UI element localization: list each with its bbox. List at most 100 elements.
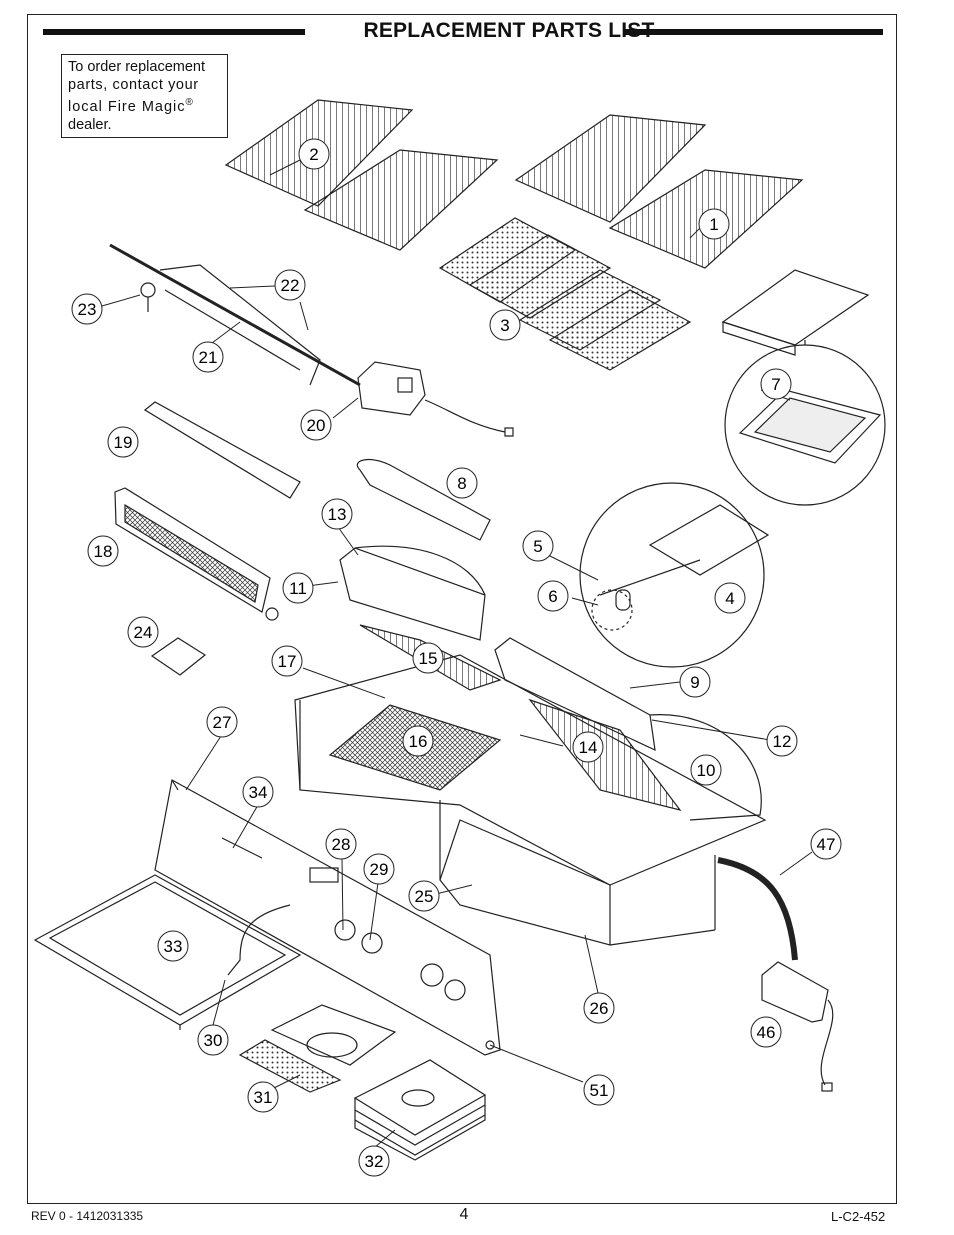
callout-21: 21: [192, 341, 224, 373]
flavor-grids: [438, 217, 692, 371]
callout-31: 31: [247, 1081, 279, 1113]
callout-10: 10: [690, 754, 722, 786]
callout-19: 19: [107, 426, 139, 458]
callout-24: 24: [127, 616, 159, 648]
page-border: [27, 14, 897, 1204]
callout-25: 25: [408, 880, 440, 912]
svg-text:12: 12: [773, 732, 792, 751]
callout-13: 13: [321, 498, 353, 530]
transformer: [761, 961, 834, 1092]
svg-text:14: 14: [579, 738, 598, 757]
svg-text:1: 1: [709, 215, 718, 234]
order-note: To order replacement parts, contact your…: [61, 54, 228, 138]
order-note-line-3-text: local Fire Magic: [68, 98, 186, 115]
callout-7: 7: [760, 368, 792, 400]
back-panel-cover: [143, 401, 301, 499]
registered-mark: ®: [185, 97, 194, 108]
callout-20: 20: [300, 409, 332, 441]
grill-head-left: [339, 545, 486, 641]
callout-32: 32: [358, 1145, 390, 1177]
callout-28: 28: [325, 828, 357, 860]
svg-text:22: 22: [281, 276, 300, 295]
tray: [721, 269, 870, 356]
callout-4: 4: [714, 582, 746, 614]
callout-17: 17: [271, 645, 303, 677]
cooking-grid-right-a: [514, 114, 707, 223]
svg-text:11: 11: [289, 579, 307, 598]
grill-head-right: [494, 637, 762, 821]
callout-51: 51: [583, 1074, 615, 1106]
callout-12: 12: [766, 725, 798, 757]
bracket: [150, 637, 207, 676]
callout-14: 14: [572, 731, 604, 763]
callout-29: 29: [363, 853, 395, 885]
callout-11: 11: [282, 572, 314, 604]
svg-text:10: 10: [697, 761, 716, 780]
svg-text:24: 24: [134, 623, 153, 642]
page-title: REPLACEMENT PARTS LIST: [363, 19, 655, 42]
callout-30: 30: [197, 1024, 229, 1056]
svg-text:9: 9: [690, 673, 699, 692]
callout-8: 8: [446, 467, 478, 499]
svg-text:20: 20: [307, 416, 326, 435]
cooking-grid-left-b: [303, 149, 499, 251]
order-note-line-2: parts, contact your: [68, 77, 199, 93]
svg-text:29: 29: [370, 860, 389, 879]
svg-text:5: 5: [533, 537, 542, 556]
svg-text:17: 17: [278, 652, 297, 671]
callout-27: 27: [206, 706, 238, 738]
title-rule-left: [43, 29, 305, 35]
drawer-front: [33, 874, 302, 1030]
callout-3: 3: [489, 309, 521, 341]
rotisserie-spit: [109, 243, 361, 387]
leader-lines: [101, 159, 813, 1149]
svg-text:27: 27: [213, 713, 232, 732]
callout-15: 15: [412, 642, 444, 674]
part-callouts: 1 2 3 4 5 6 7 8 9 10 11 12 13 14 15 16 1…: [71, 138, 842, 1177]
svg-text:13: 13: [328, 505, 347, 524]
svg-text:25: 25: [415, 887, 434, 906]
svg-text:21: 21: [199, 348, 218, 367]
svg-text:51: 51: [590, 1081, 609, 1100]
order-note-line-4: dealer.: [68, 116, 112, 133]
title-rule-right: [623, 29, 883, 35]
svg-text:15: 15: [419, 649, 438, 668]
svg-text:32: 32: [365, 1152, 384, 1171]
svg-text:46: 46: [757, 1023, 776, 1042]
svg-text:33: 33: [164, 937, 183, 956]
svg-text:6: 6: [548, 587, 557, 606]
callout-5: 5: [522, 530, 554, 562]
svg-text:34: 34: [249, 783, 268, 802]
power-cord: [717, 857, 798, 961]
callout-33: 33: [157, 930, 189, 962]
callout-47: 47: [810, 828, 842, 860]
svg-text:47: 47: [817, 835, 836, 854]
drip-tray-stack: [353, 1059, 487, 1161]
svg-text:4: 4: [725, 589, 734, 608]
svg-text:3: 3: [500, 316, 509, 335]
order-note-line-1: To order replacement: [68, 59, 206, 75]
detail-circle-burner: [579, 482, 770, 668]
detail-circle-7: [724, 340, 886, 506]
page-number: 4: [459, 1206, 469, 1223]
callout-16: 16: [402, 725, 434, 757]
svg-text:7: 7: [771, 375, 780, 394]
svg-text:31: 31: [254, 1088, 273, 1107]
title-row: REPLACEMENT PARTS LIST: [43, 17, 883, 47]
svg-text:8: 8: [457, 474, 466, 493]
order-note-line-3: local Fire Magic®: [68, 94, 221, 116]
callout-34: 34: [242, 776, 274, 808]
callout-26: 26: [583, 992, 615, 1024]
svg-text:16: 16: [409, 732, 428, 751]
callout-1: 1: [698, 208, 730, 240]
svg-text:2: 2: [309, 145, 318, 164]
infrared-rear-burner: [114, 487, 279, 621]
control-panel: [154, 779, 501, 1056]
drip-tray: [238, 1004, 397, 1093]
svg-text:28: 28: [332, 835, 351, 854]
callout-2: 2: [298, 138, 330, 170]
burner-tube: [356, 458, 491, 541]
document-code: L-C2-452: [831, 1209, 886, 1224]
callout-46: 46: [750, 1016, 782, 1048]
